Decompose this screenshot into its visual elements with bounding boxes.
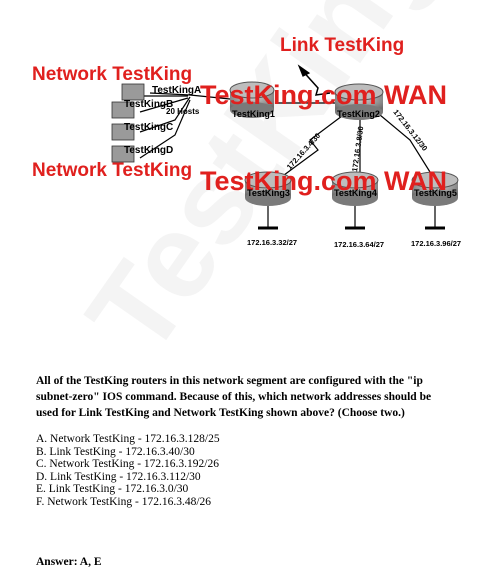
host-count: 20 Hosts [166, 107, 200, 116]
answer-options: A. Network TestKing - 172.16.3.128/25 B.… [36, 433, 456, 509]
option-a: A. Network TestKing - 172.16.3.128/25 [36, 433, 220, 445]
host-label-d: TestKingD [124, 145, 173, 156]
router-testking2-icon [334, 83, 384, 120]
wan-watermark-top: TestKing.com WAN [200, 80, 447, 110]
lan-subnet-2: 172.16.3.64/27 [334, 240, 384, 249]
lan-subnet-3: 172.16.3.96/27 [411, 239, 461, 248]
link-subnet-3: 172.16.3.12/30 [391, 108, 429, 153]
lan-subnet-1: 172.16.3.32/27 [247, 238, 297, 247]
answer-key: Answer: A, E [36, 556, 102, 568]
link-label: Link TestKing [280, 35, 404, 56]
question-text: All of the TestKing routers in this netw… [36, 375, 432, 419]
option-f: F. Network TestKing - 172.16.3.48/26 [36, 495, 212, 508]
router-label-3: TestKing3 [247, 188, 290, 198]
router-label-4: TestKing4 [334, 188, 377, 198]
router-icons [229, 81, 459, 206]
lan-links [258, 200, 445, 230]
router-testking4-icon [331, 171, 379, 206]
router-testking1-icon [229, 81, 275, 118]
wan-links [275, 64, 431, 179]
host-pcs [111, 83, 145, 163]
router-label-1: TestKing1 [232, 109, 275, 119]
wan-watermark-bottom: TestKing.com WAN [200, 166, 447, 196]
router-testking3-icon [244, 171, 292, 206]
router-label-2: TestKing2 [337, 109, 380, 119]
router-label-5: TestKing5 [414, 188, 457, 198]
option-b: B. Link TestKing - 172.16.3.40/30 [36, 445, 195, 458]
network-label-bottom: Network TestKing [32, 160, 192, 181]
network-diagram: TestKing.com WAN TestKing.com WAN Link T… [32, 35, 461, 249]
host-label-c: TestKingC [124, 122, 173, 133]
host-label-a: TestKingA [152, 85, 201, 96]
option-d: D. Link TestKing - 172.16.3.112/30 [36, 470, 201, 483]
router-testking5-icon [411, 171, 459, 206]
network-label-top: Network TestKing [32, 64, 192, 85]
host-links [139, 92, 241, 159]
option-e: E. Link TestKing - 172.16.3.0/30 [36, 483, 189, 496]
option-c: C. Network TestKing - 172.16.3.192/26 [36, 458, 219, 471]
host-label-b: TestKingB [124, 99, 173, 110]
